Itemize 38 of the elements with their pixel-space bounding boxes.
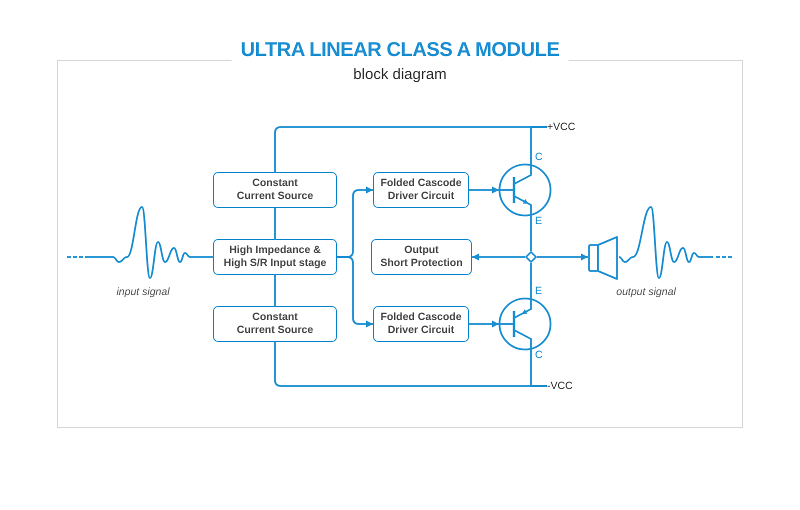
pin-label: E bbox=[535, 215, 542, 228]
waveform-icon bbox=[67, 205, 190, 280]
connector-line bbox=[274, 275, 276, 306]
connector-line bbox=[530, 263, 532, 299]
block-label: Constant Current Source bbox=[236, 311, 314, 337]
connector-line bbox=[530, 215, 532, 251]
arrow bbox=[337, 256, 373, 328]
process-block bbox=[213, 306, 337, 342]
signal-caption: output signal bbox=[616, 286, 676, 299]
process-block bbox=[213, 239, 337, 275]
process-block bbox=[213, 172, 337, 208]
connector-line bbox=[190, 256, 213, 258]
block-label: High Impedance & High S/R Input stage bbox=[224, 244, 326, 270]
block-label: Output Short Protection bbox=[380, 244, 463, 270]
supply-label: +VCC bbox=[547, 121, 576, 134]
connector-line bbox=[530, 349, 547, 387]
transistor-icon bbox=[498, 297, 552, 351]
arrow bbox=[469, 320, 499, 328]
process-block bbox=[371, 239, 472, 275]
pin-label: E bbox=[535, 285, 542, 298]
supply-label: -VCC bbox=[547, 380, 573, 393]
pin-label: C bbox=[535, 151, 543, 164]
process-block bbox=[373, 306, 469, 342]
arrow bbox=[537, 254, 588, 260]
arrow bbox=[469, 186, 499, 194]
signal-caption: input signal bbox=[116, 286, 170, 299]
speaker-icon bbox=[588, 236, 619, 280]
process-block bbox=[373, 172, 469, 208]
block-label: Constant Current Source bbox=[236, 177, 314, 203]
block-label: Folded Cascode Driver Circuit bbox=[380, 177, 462, 203]
arrow bbox=[472, 254, 525, 260]
connector-line bbox=[274, 208, 276, 239]
block-label: Folded Cascode Driver Circuit bbox=[380, 311, 462, 337]
pin-label: C bbox=[535, 349, 543, 362]
connector-line bbox=[530, 126, 547, 165]
diagram-subtitle: block diagram bbox=[353, 66, 447, 84]
junction-diamond bbox=[525, 251, 537, 263]
transistor-icon bbox=[498, 163, 552, 217]
